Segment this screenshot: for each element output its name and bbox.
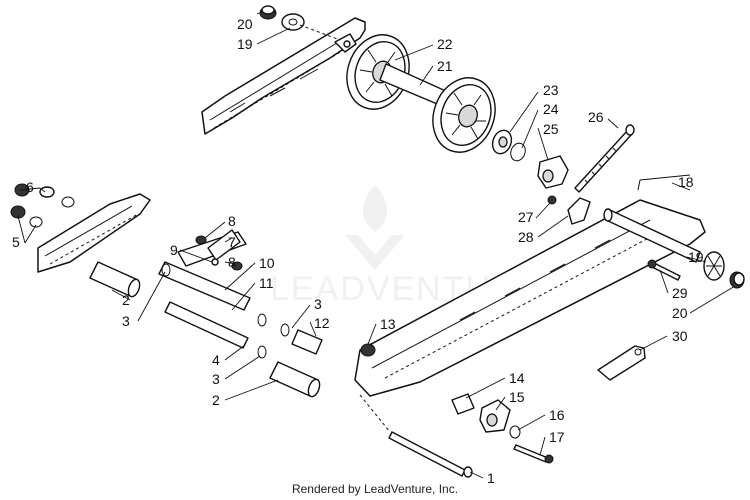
part-16-washer xyxy=(509,425,521,439)
callout: 3 xyxy=(314,296,322,312)
part-14-spacer xyxy=(451,393,475,415)
part-17-bolt xyxy=(513,444,554,464)
callout: 3 xyxy=(122,313,130,329)
callout: 2 xyxy=(122,292,130,308)
callout: 10 xyxy=(259,255,275,271)
callout: 3 xyxy=(212,371,220,387)
leader-lines xyxy=(17,11,736,479)
part-3-rings-mid xyxy=(257,313,290,359)
callout: 21 xyxy=(437,58,453,74)
callout: 15 xyxy=(509,389,525,405)
callout: 28 xyxy=(518,229,534,245)
callout: 14 xyxy=(509,370,525,386)
callout: 17 xyxy=(549,429,565,445)
part-12-spacer xyxy=(291,329,323,355)
part-10-shaft xyxy=(158,261,251,311)
part-4-main-shaft xyxy=(164,301,249,349)
callout: 8 xyxy=(228,254,236,270)
callout: 4 xyxy=(212,352,220,368)
callout: 19 xyxy=(237,36,253,52)
part-27-washer xyxy=(547,195,557,205)
part-13-bushing xyxy=(360,343,376,357)
callout: 20 xyxy=(672,305,688,321)
part-20-rear-nut xyxy=(729,271,745,289)
callout: 29 xyxy=(672,285,688,301)
left-fasteners xyxy=(10,183,75,228)
callout: 11 xyxy=(259,275,274,291)
callout: 8 xyxy=(228,213,236,229)
part-19-rear-wheel-flange xyxy=(703,251,725,281)
part-2-spacer-tube-upper xyxy=(89,261,141,298)
callout: 18 xyxy=(678,174,694,190)
footer-credit: Rendered by LeadVenture, Inc. xyxy=(291,482,459,496)
part-28-bracket xyxy=(567,197,591,225)
part-23-bearing xyxy=(491,129,513,155)
callout: 13 xyxy=(380,316,396,332)
part-29-bolt xyxy=(647,259,681,281)
callout: 7 xyxy=(228,234,236,250)
callout-labels: 20 19 22 21 23 24 25 26 18 27 28 19 29 2… xyxy=(12,16,704,486)
part-25-adjuster-block xyxy=(537,155,569,189)
callout: 25 xyxy=(543,121,559,137)
part-7-arm xyxy=(177,229,247,267)
part-30-mount-bracket xyxy=(597,345,646,381)
left-slide-rail xyxy=(37,193,151,273)
part-1-long-bolt xyxy=(359,394,473,478)
callout: 5 xyxy=(12,234,20,250)
part-18-rear-axle xyxy=(603,174,701,263)
right-slide-rail xyxy=(354,199,706,397)
callout: 27 xyxy=(518,209,534,225)
callout: 16 xyxy=(549,407,565,423)
part-19-flange-top xyxy=(281,13,305,31)
part-20-nut-top xyxy=(259,5,277,20)
callout: 22 xyxy=(437,36,453,52)
upper-rail-bracket xyxy=(334,33,357,53)
callout: 23 xyxy=(543,82,559,98)
part-2-spacer-tube-lower xyxy=(269,361,321,398)
callout: 30 xyxy=(672,328,688,344)
callout: 26 xyxy=(588,109,604,125)
part-9-pin xyxy=(211,258,219,266)
part-22-idler-wheel-right xyxy=(432,77,496,153)
part-24-snap-ring xyxy=(510,142,526,162)
part-15-adjuster-block xyxy=(479,399,511,433)
callout: 9 xyxy=(170,242,178,258)
callout: 24 xyxy=(543,101,559,117)
callout: 12 xyxy=(314,315,330,331)
callout: 20 xyxy=(237,16,253,32)
callout: 1 xyxy=(487,470,495,486)
part-3-ring-upper xyxy=(161,263,171,277)
part-26-adjuster-bolt xyxy=(574,124,635,193)
callout: 2 xyxy=(212,392,220,408)
callout: 6 xyxy=(26,179,34,195)
upper-left-rail xyxy=(201,17,366,135)
callout: 19 xyxy=(688,249,704,265)
